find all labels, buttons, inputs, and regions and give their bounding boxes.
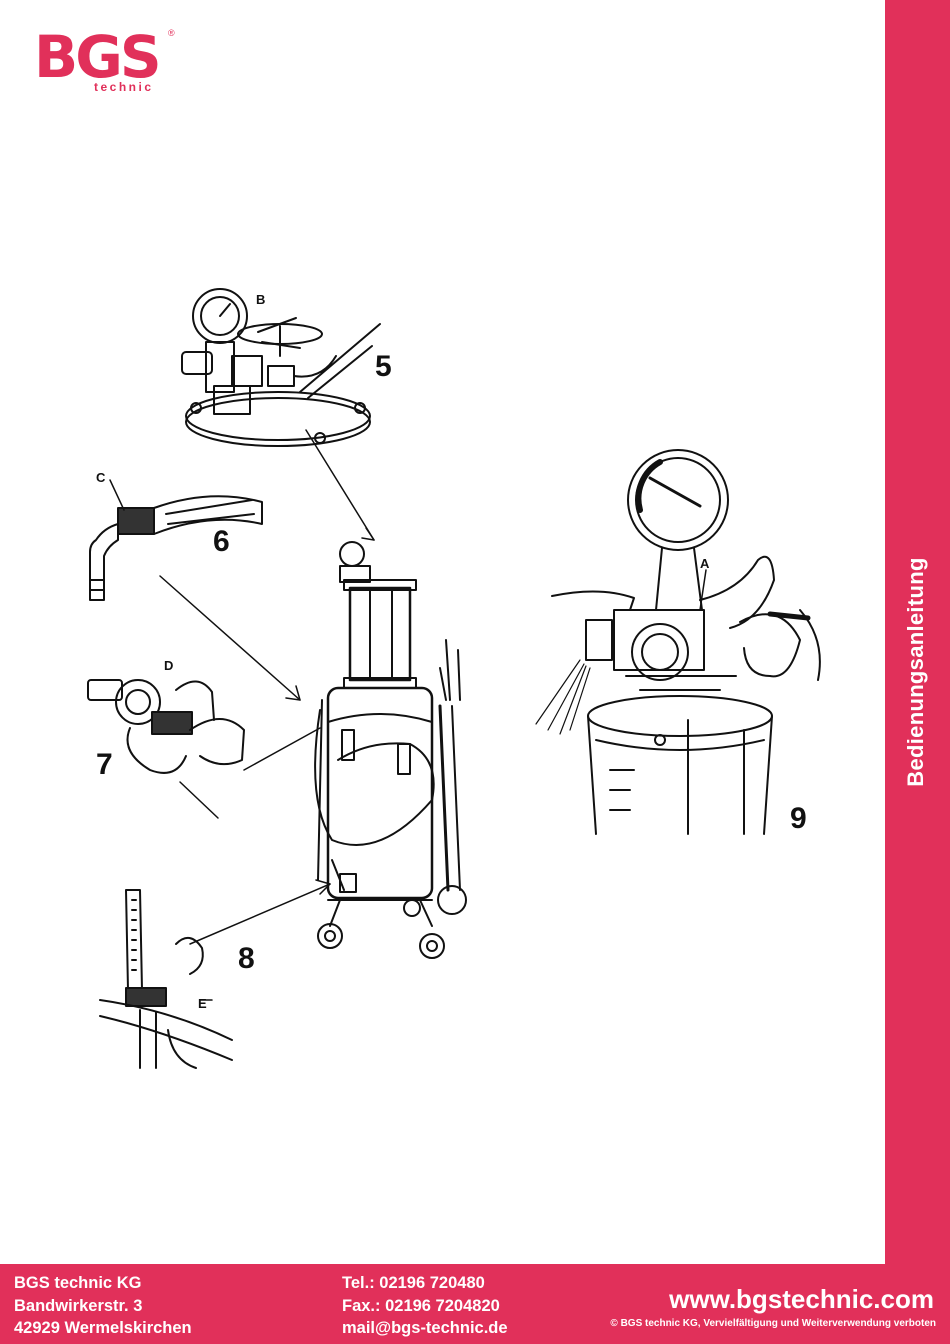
footer-contact: Tel.: 02196 720480 Fax.: 02196 7204820 m… [342,1272,508,1340]
step-number-9: 9 [790,802,807,836]
footer-address: BGS technic KG Bandwirkerstr. 3 42929 We… [14,1272,192,1340]
callout-e: E [198,996,207,1011]
callout-c: C [96,470,105,485]
footer-city: 42929 Wermelskirchen [14,1317,192,1340]
callout-a: A [700,556,709,571]
step-number-5: 5 [375,350,392,384]
figure-6-elbow-connector [90,480,300,700]
footer-fax: Fax.: 02196 7204820 [342,1295,508,1318]
figure-8-drain-hose [100,880,330,1068]
step-number-7: 7 [96,748,113,782]
figure-5-valve-assembly [182,289,380,540]
illustration-area [0,0,885,1264]
footer-street: Bandwirkerstr. 3 [14,1295,192,1318]
footer-copyright: © BGS technic KG, Vervielfältigung und W… [610,1318,936,1329]
figure-7-valve-hand [88,680,320,818]
footer-mail-link[interactable]: mail@bgs-technic.de [342,1317,508,1340]
callout-d: D [164,658,173,673]
footer-tel: Tel.: 02196 720480 [342,1272,508,1295]
callout-b: B [256,292,265,307]
footer-company: BGS technic KG [14,1272,192,1295]
footer-website-link[interactable]: www.bgstechnic.com [669,1284,934,1315]
figure-9-gauge-airinlet [536,450,820,834]
footer: BGS technic KG Bandwirkerstr. 3 42929 We… [0,1264,950,1344]
step-number-6: 6 [213,525,230,559]
oil-extractor-machine [315,542,466,958]
sidebar-label: Bedienungsanleitung [903,557,929,786]
step-number-8: 8 [238,942,255,976]
